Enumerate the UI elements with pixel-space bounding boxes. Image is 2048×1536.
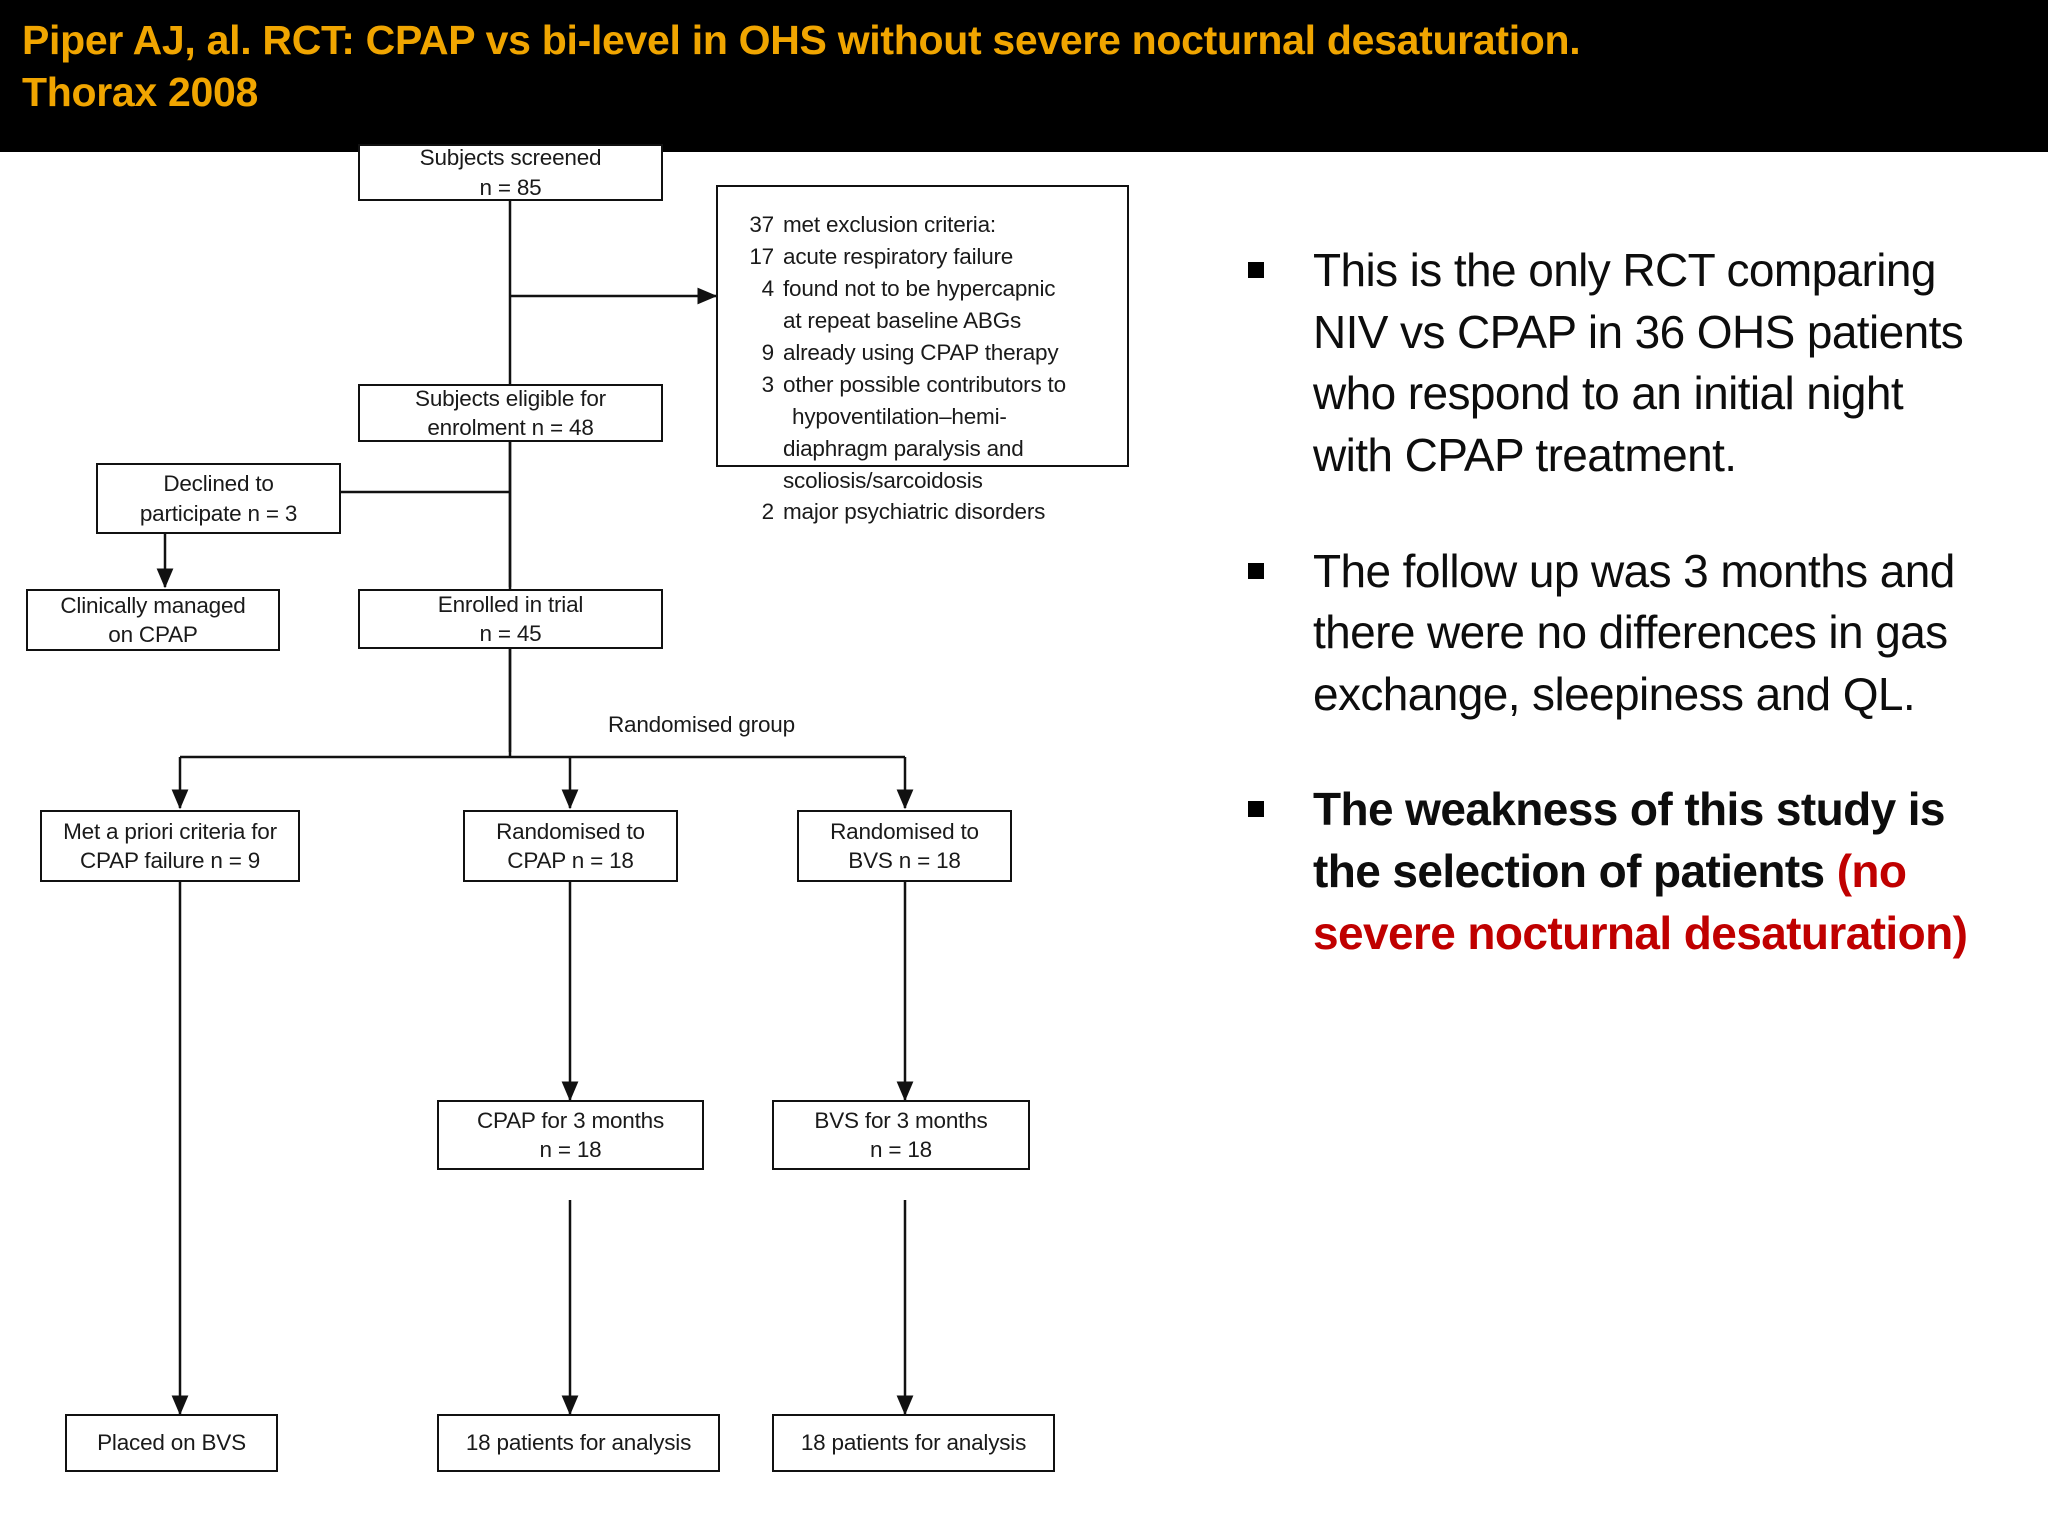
consort-flow-diagram: Subjects screened n = 85 37 met exclusio…: [0, 144, 1200, 1536]
flow-box-randomised-bvs-line1: Randomised to: [830, 818, 979, 844]
flow-box-analysis-bvs: 18 patients for analysis: [772, 1414, 1055, 1472]
flow-box-bvs-3-months-line2: n = 18: [870, 1137, 932, 1162]
flow-box-met-criteria-line1: Met a priori criteria for: [63, 818, 277, 844]
flow-box-analysis-bvs-label: 18 patients for analysis: [800, 1430, 1027, 1456]
exclusion-row: 9 already using CPAP therapy: [740, 337, 1109, 369]
square-bullet-icon: [1248, 801, 1264, 818]
bullet-text: The follow up was 3 months and there wer…: [1313, 541, 1988, 726]
flow-box-placed-on-bvs-label: Placed on BVS: [97, 1430, 246, 1456]
flow-box-clinically-managed-line1: Clinically managed: [60, 592, 246, 618]
bullet-segment: This is the only RCT comparing NIV vs CP…: [1313, 244, 1964, 481]
square-bullet-icon: [1248, 262, 1264, 278]
flow-box-declined-line2: participate n = 3: [139, 500, 298, 526]
exclusion-row: 37 met exclusion criteria:: [740, 209, 1109, 241]
flow-box-exclusion-criteria: 37 met exclusion criteria: 17 acute resp…: [716, 185, 1129, 524]
bullet-item: This is the only RCT comparing NIV vs CP…: [1248, 240, 1988, 487]
flow-box-bvs-3-months-line1: BVS for 3 months: [814, 1107, 988, 1133]
exclusion-row-text: acute respiratory failure: [783, 243, 1014, 269]
exclusion-row: 4 found not to be hypercapnic: [740, 273, 1109, 305]
flow-box-met-a-priori-criteria: Met a priori criteria for CPAP failure n…: [40, 810, 300, 882]
exclusion-row-count: 37: [749, 212, 774, 237]
slide-title-banner: Piper AJ, al. RCT: CPAP vs bi-level in O…: [0, 0, 2048, 152]
flow-box-subjects-screened: Subjects screened n = 85: [358, 144, 663, 201]
bullet-item: The follow up was 3 months and there wer…: [1248, 541, 1988, 726]
exclusion-row-continuation: at repeat baseline ABGs: [783, 307, 1022, 333]
bullet-segment: The follow up was 3 months and there wer…: [1313, 544, 1955, 720]
flow-box-randomised-to-cpap: Randomised to CPAP n = 18: [463, 810, 678, 882]
flow-box-randomised-cpap-line1: Randomised to: [496, 818, 645, 844]
flow-box-cpap-3-months-line1: CPAP for 3 months: [476, 1107, 665, 1133]
exclusion-row: 2 major psychiatric disorders: [740, 496, 1109, 528]
exclusion-row-continuation: diaphragm paralysis and: [783, 435, 1024, 461]
flow-box-declined-to-participate: Declined to participate n = 3: [96, 463, 341, 534]
flow-box-enrolled-in-trial: Enrolled in trial n = 45: [358, 589, 663, 649]
bullet-text: The weakness of this study is the select…: [1313, 779, 1988, 964]
exclusion-row-count: 4: [761, 275, 775, 301]
exclusion-row-continuation: hypoventilation–hemi-: [792, 403, 1007, 429]
flow-box-enrolled-line2: n = 45: [479, 621, 542, 646]
flow-connector-lines: [156, 197, 914, 1416]
flow-box-subjects-screened-line2: n = 85: [479, 174, 542, 200]
flow-box-enrolled-line1: Enrolled in trial: [437, 591, 584, 617]
flow-label-randomised-group: Randomised group: [608, 712, 795, 737]
flow-box-subjects-screened-line1: Subjects screened: [419, 145, 602, 171]
exclusion-row-count: 9: [761, 339, 775, 365]
exclusion-row-count: 2: [761, 499, 775, 525]
exclusion-row-count: 17: [749, 243, 774, 269]
flow-box-cpap-for-3-months: CPAP for 3 months n = 18: [437, 1100, 704, 1170]
exclusion-row-text: found not to be hypercapnic: [783, 275, 1056, 301]
exclusion-row-text: major psychiatric disorders: [783, 499, 1046, 525]
exclusion-row: 17 acute respiratory failure: [740, 241, 1109, 273]
flow-box-bvs-for-3-months: BVS for 3 months n = 18: [772, 1100, 1030, 1170]
bullet-segment-highlight: (no severe nocturnal desaturation): [1313, 845, 1968, 959]
flow-box-randomised-cpap-line2: CPAP n = 18: [507, 848, 634, 873]
exclusion-row-continuation: scoliosis/sarcoidosis: [783, 467, 983, 493]
bullet-text: This is the only RCT comparing NIV vs CP…: [1313, 240, 1988, 487]
commentary-bullet-list: This is the only RCT comparing NIV vs CP…: [1248, 240, 1988, 1018]
flow-box-analysis-cpap: 18 patients for analysis: [437, 1414, 720, 1472]
exclusion-row: 3 other possible contributors to: [740, 369, 1109, 401]
exclusion-row-text: already using CPAP therapy: [783, 339, 1059, 365]
flow-box-analysis-cpap-label: 18 patients for analysis: [465, 1430, 692, 1456]
exclusion-row-count: 3: [761, 371, 775, 397]
flow-box-met-criteria-line2: CPAP failure n = 9: [79, 848, 261, 873]
flow-box-subjects-eligible-line1: Subjects eligible for: [415, 385, 606, 411]
flow-box-subjects-eligible: Subjects eligible for enrolment n = 48: [358, 384, 663, 442]
square-bullet-icon: [1248, 562, 1264, 579]
slide-title-line2: Thorax 2008: [22, 69, 258, 116]
flow-box-randomised-bvs-line2: BVS n = 18: [848, 848, 961, 873]
flow-box-clinically-managed-on-cpap: Clinically managed on CPAP: [26, 589, 280, 651]
exclusion-row-text: met exclusion criteria:: [783, 212, 996, 237]
exclusion-row-text: other possible contributors to: [783, 371, 1066, 397]
bullet-item: The weakness of this study is the select…: [1248, 779, 1988, 964]
slide-title-line1: Piper AJ, al. RCT: CPAP vs bi-level in O…: [22, 17, 1581, 63]
flow-box-declined-line1: Declined to: [163, 471, 274, 497]
flow-box-cpap-3-months-line2: n = 18: [539, 1137, 602, 1162]
flow-box-subjects-eligible-line2: enrolment n = 48: [427, 415, 594, 440]
flow-box-clinically-managed-line2: on CPAP: [108, 622, 198, 647]
flow-box-placed-on-bvs: Placed on BVS: [65, 1414, 278, 1472]
bullet-segment: The weakness of this study is the select…: [1313, 783, 1946, 897]
flow-box-randomised-to-bvs: Randomised to BVS n = 18: [797, 810, 1012, 882]
